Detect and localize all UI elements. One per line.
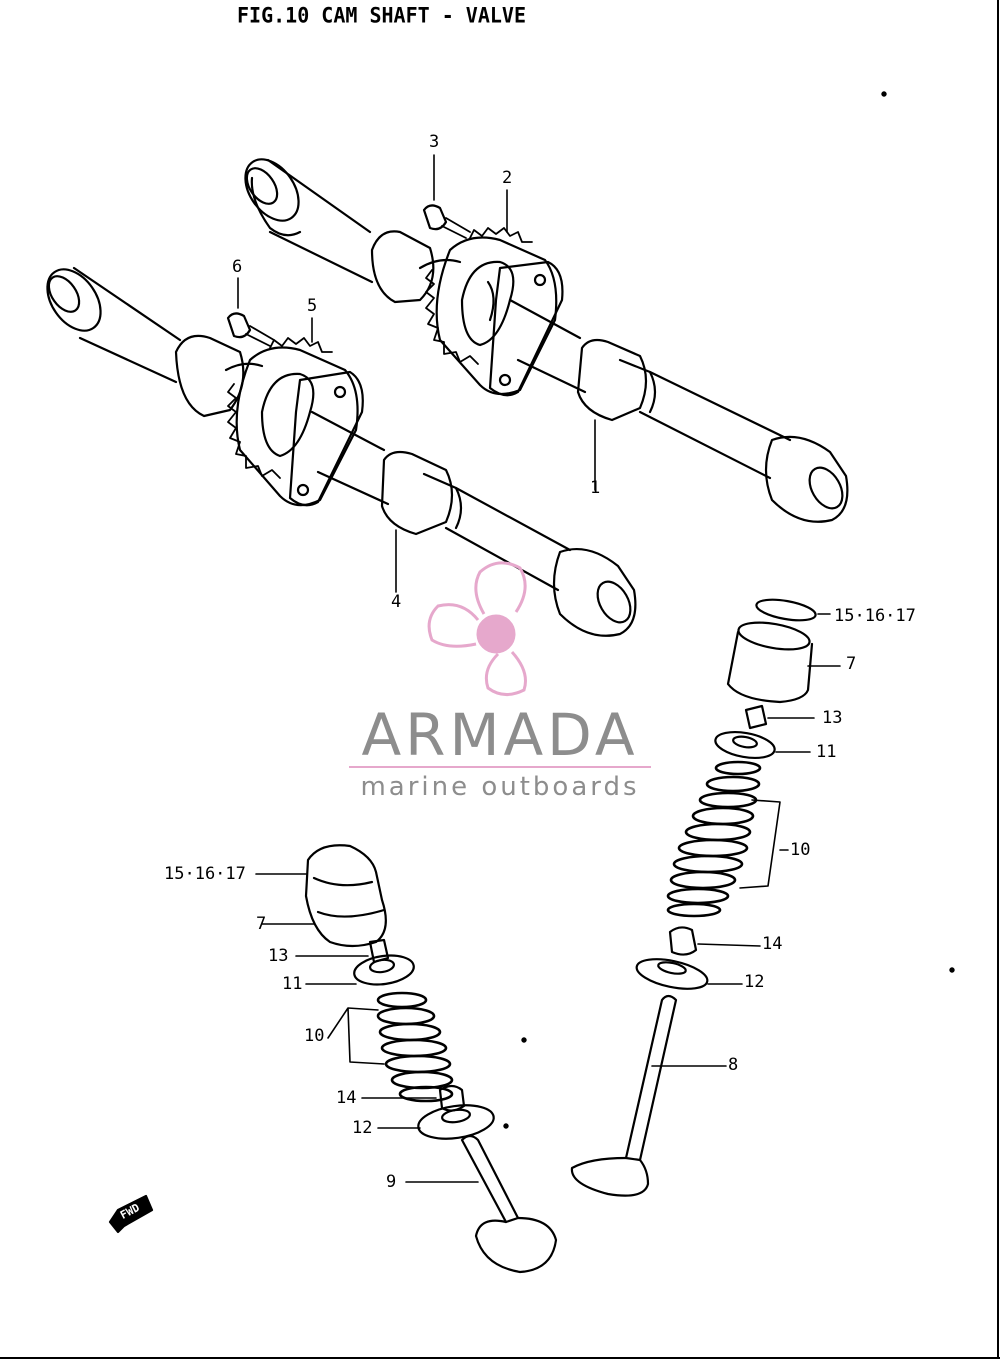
callout-left-seal: 14 <box>336 1088 357 1108</box>
callout-right-retainer: 11 <box>816 742 837 762</box>
bolt-3 <box>422 154 471 239</box>
watermark-brand: ARMADA <box>361 701 639 769</box>
callout-right-seat: 12 <box>744 972 765 992</box>
callout-1: 1 <box>590 478 601 498</box>
propeller-logo-icon <box>427 561 527 696</box>
callout-right-spring: 10 <box>790 840 811 860</box>
callout-left-shim: 15·16·17 <box>164 864 246 884</box>
callout-right-shim: 15·16·17 <box>834 606 916 626</box>
valve-assembly-right <box>570 598 841 1197</box>
watermark-tagline: marine outboards <box>360 772 640 802</box>
callout-5: 5 <box>307 296 318 316</box>
figure-title: FIG.10 CAM SHAFT - VALVE <box>237 2 526 28</box>
callout-6: 6 <box>232 257 243 277</box>
callout-right-cotter: 13 <box>822 708 843 728</box>
callout-right-valve: 8 <box>728 1055 739 1075</box>
valve-assembly-left <box>255 844 558 1274</box>
callout-left-bucket: 7 <box>256 914 267 934</box>
camshaft-lower <box>46 266 637 637</box>
callout-left-valve: 9 <box>386 1172 397 1192</box>
camshaft-upper <box>244 158 849 523</box>
callout-4: 4 <box>391 592 402 612</box>
callout-right-bucket: 7 <box>846 654 857 674</box>
bolt-6 <box>226 277 275 347</box>
callout-3: 3 <box>429 132 440 152</box>
callout-left-cotter: 13 <box>268 946 289 966</box>
callout-right-seal: 14 <box>762 934 783 954</box>
fwd-arrow-icon <box>108 1194 154 1234</box>
watermark-divider <box>349 766 651 768</box>
callout-left-spring: 10 <box>304 1026 325 1046</box>
callout-left-retainer: 11 <box>282 974 303 994</box>
callout-left-seat: 12 <box>352 1118 373 1138</box>
callout-2: 2 <box>502 168 513 188</box>
